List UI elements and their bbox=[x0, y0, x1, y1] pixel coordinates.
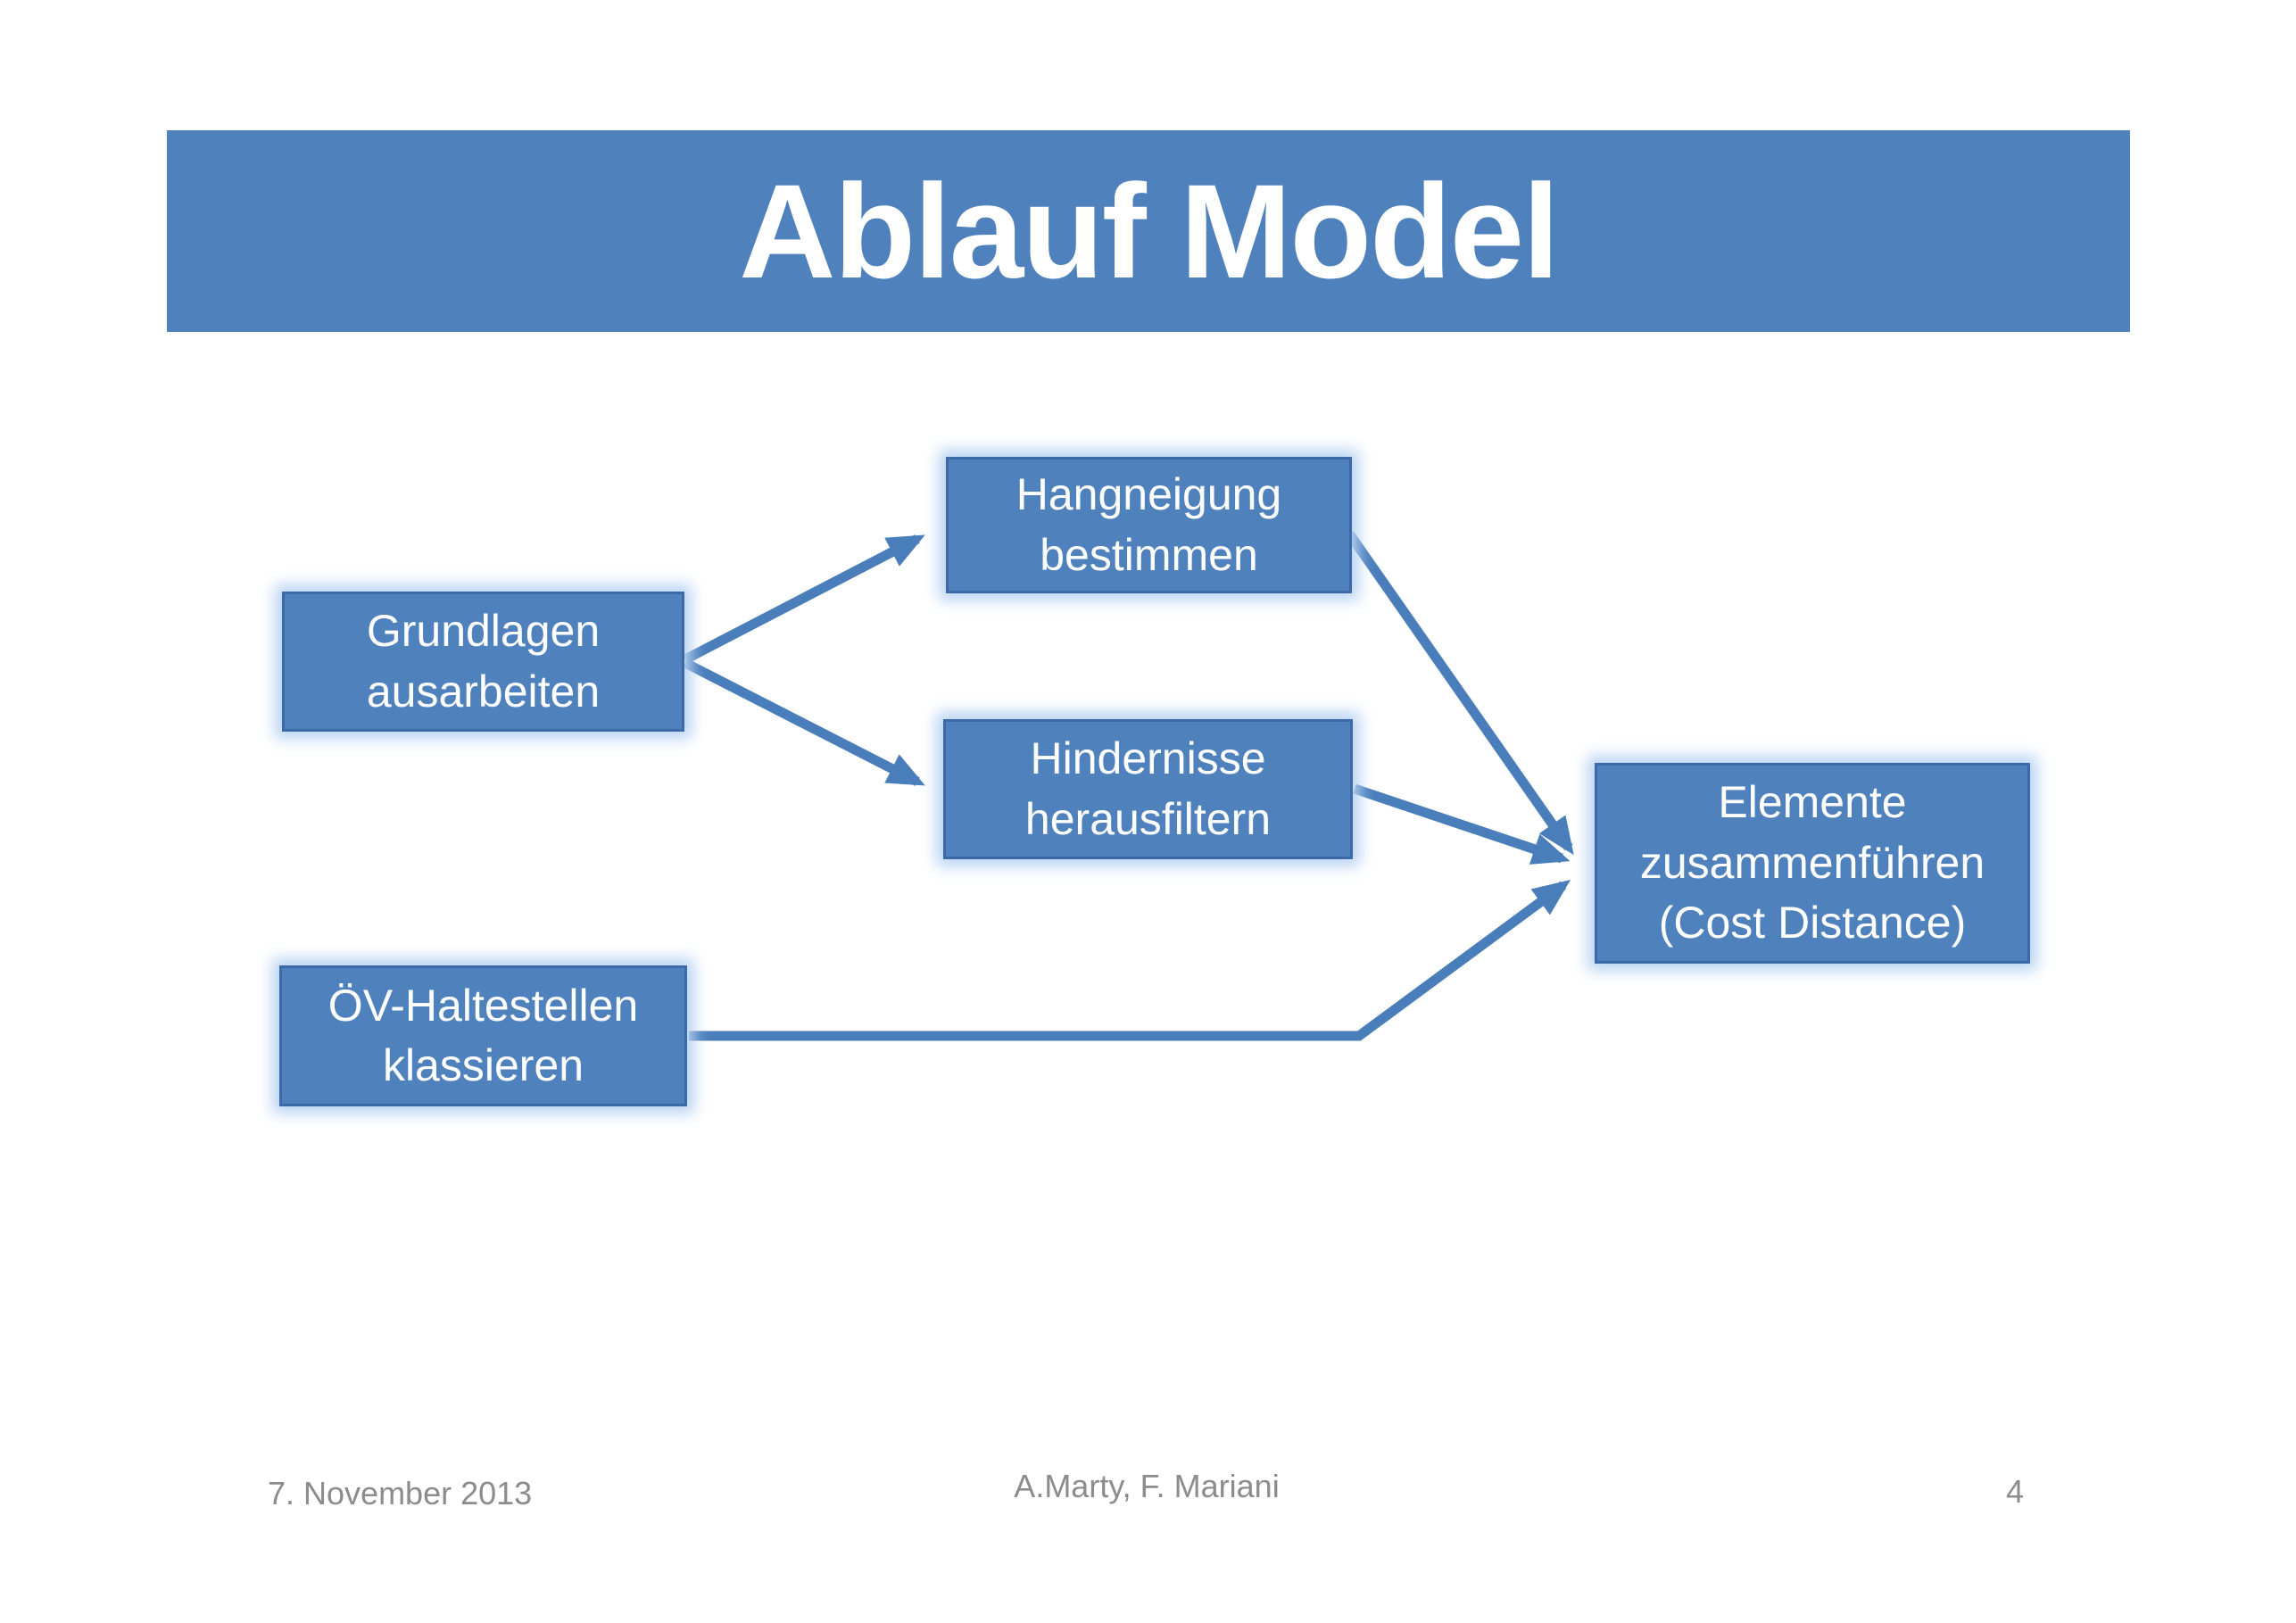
title-banner: Ablauf Model bbox=[167, 130, 2130, 332]
node-label-line: ÖV-Haltestellen bbox=[327, 980, 639, 1031]
node-label-line: Elemente bbox=[1718, 777, 1907, 828]
node-label-line: Grundlagen bbox=[366, 606, 601, 656]
footer-date: 7. November 2013 bbox=[268, 1475, 533, 1511]
node-oev-haltestellen-klassieren: ÖV-Haltestellen klassieren bbox=[279, 965, 687, 1106]
page-title: Ablauf Model bbox=[739, 156, 1560, 306]
footer-authors: A.Marty, F. Mariani bbox=[1014, 1468, 1280, 1504]
node-label-line: (Cost Distance) bbox=[1658, 898, 1967, 948]
arrow-hangneigung-to-elemente bbox=[1345, 530, 1574, 856]
node-hindernisse-herausfiltern: Hindernisse herausfiltern bbox=[943, 719, 1353, 859]
node-label-line: herausfiltern bbox=[1024, 793, 1272, 844]
node-label-line: klassieren bbox=[382, 1040, 584, 1090]
page-number: 4 bbox=[2006, 1473, 2025, 1510]
arrow-grundlagen-to-hindernisse bbox=[683, 658, 925, 786]
arrow-oev-to-elemente bbox=[689, 880, 1571, 1041]
arrow-grundlagen-to-hangneigung bbox=[683, 534, 925, 664]
node-hangneigung-bestimmen: Hangneigung bestimmen bbox=[946, 457, 1352, 593]
node-label-line: zusammenführen bbox=[1639, 837, 1985, 888]
node-label-line: ausarbeiten bbox=[366, 666, 601, 716]
node-grundlagen-ausarbeiten: Grundlagen ausarbeiten bbox=[282, 592, 684, 732]
node-label-line: Hindernisse bbox=[1030, 733, 1266, 783]
node-elemente-zusammenfuehren: Elemente zusammenführen (Cost Distance) bbox=[1595, 763, 2030, 964]
node-label-line: Hangneigung bbox=[1015, 469, 1282, 519]
arrow-hindernisse-to-elemente bbox=[1353, 783, 1571, 865]
node-label-line: bestimmen bbox=[1040, 529, 1258, 580]
